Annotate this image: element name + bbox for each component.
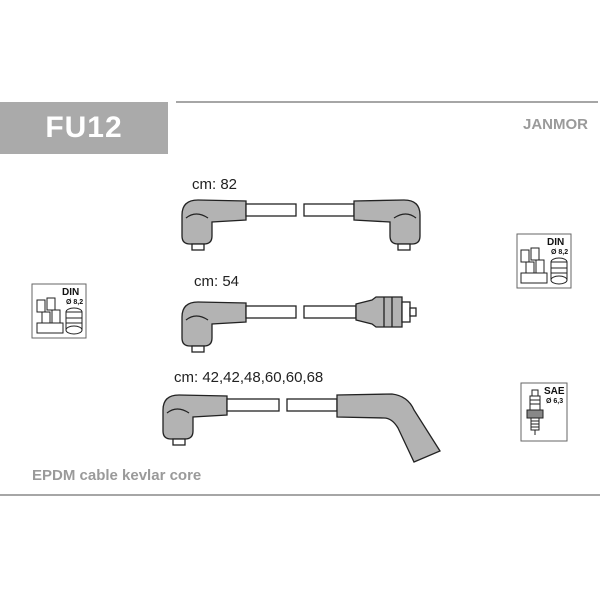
cable-2: [181, 296, 417, 353]
distributor-left-diameter: Ø 8,2: [66, 299, 84, 306]
product-description: EPDM cable kevlar core: [32, 467, 202, 484]
cable-2-length: cm: 54: [194, 273, 240, 290]
cable-1-length: cm: 82: [192, 176, 238, 193]
distributor-cap-icon: [516, 233, 572, 289]
cable-2-right-connector-icon: [355, 296, 403, 328]
distributor-right-standard: DIN: [547, 237, 565, 248]
cable-1-right-boot-icon: [353, 199, 421, 245]
footer-divider: [0, 494, 600, 496]
distributor-cap-icon: [31, 283, 87, 339]
product-code: FU12: [45, 111, 123, 144]
cable-3-left-boot-icon: [162, 394, 228, 440]
header-divider: [176, 101, 598, 103]
cable-3: [162, 393, 441, 463]
spark-plug-icon: [520, 382, 568, 442]
cable-3-spark-plug-boot-icon: [336, 393, 441, 463]
cable-2-left-boot-icon: [181, 301, 247, 347]
spark-plug-standard: SAE: [544, 386, 565, 397]
cable-3-length: cm: 42,42,48,60,60,68: [174, 369, 324, 386]
cable-1-left-boot-icon: [181, 199, 247, 245]
brand-name: JANMOR: [522, 116, 588, 133]
distributor-left-standard: DIN: [62, 287, 80, 298]
distributor-right-diameter: Ø 8,2: [551, 249, 569, 256]
cable-1: [181, 199, 421, 251]
spark-plug-diameter: Ø 6,3: [546, 398, 564, 405]
product-code-box: [0, 102, 168, 154]
